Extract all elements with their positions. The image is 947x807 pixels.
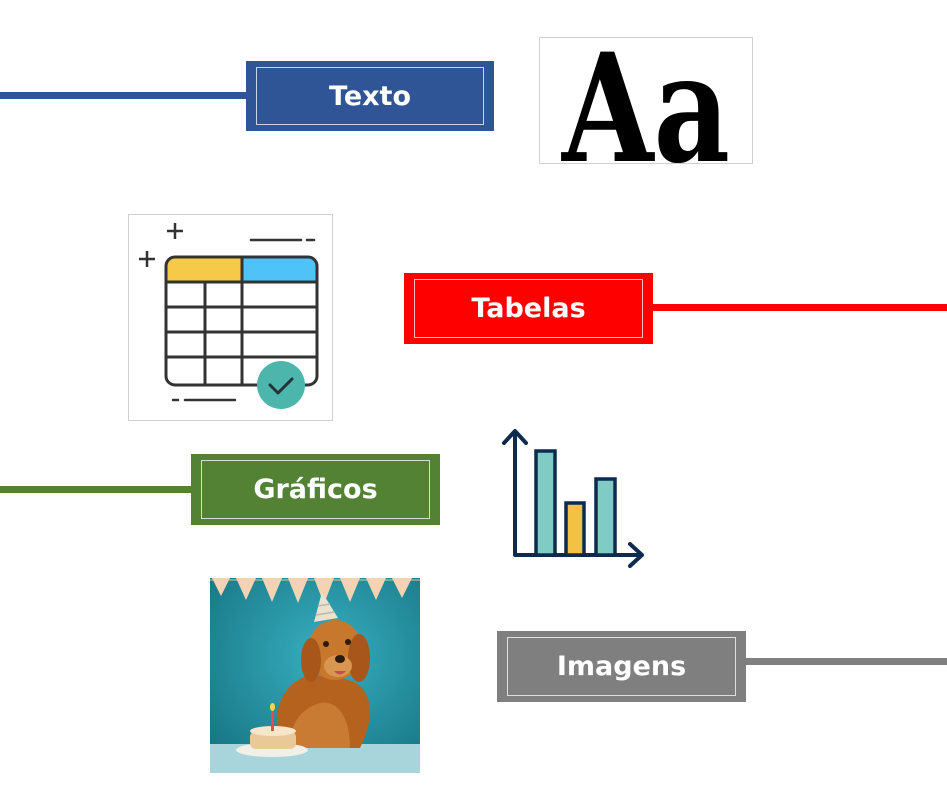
texto-connector-line	[0, 92, 250, 99]
bar-chart-icon	[498, 425, 650, 575]
tabelas-label-text: Tabelas	[471, 293, 586, 324]
imagens-connector-line	[742, 658, 947, 665]
graficos-label-text: Gráficos	[253, 474, 378, 505]
tabelas-connector-line	[650, 304, 947, 311]
imagens-label-text: Imagens	[556, 651, 687, 682]
imagens-label: Imagens	[497, 631, 746, 702]
font-sample-text: Aa	[560, 38, 730, 163]
table-check-icon	[128, 214, 333, 421]
tabelas-label: Tabelas	[404, 273, 653, 344]
dog-birthday-photo	[210, 578, 420, 773]
graficos-label: Gráficos	[191, 454, 440, 525]
graficos-connector-line	[0, 486, 195, 493]
texto-label-text: Texto	[328, 80, 411, 112]
font-sample-icon: Aa	[539, 37, 753, 164]
texto-label: Texto	[246, 61, 494, 131]
